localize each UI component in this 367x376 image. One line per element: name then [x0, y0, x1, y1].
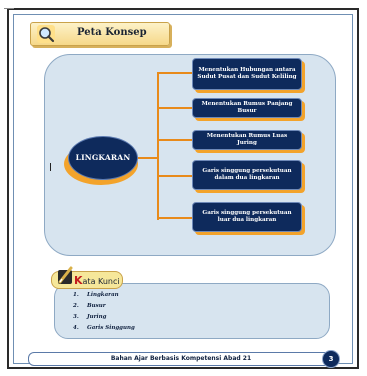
keyword-item: 1.Lingkaran — [73, 292, 119, 298]
connector-branch-5 — [157, 217, 193, 219]
connector-branch-4 — [157, 175, 193, 177]
connector-main — [136, 157, 158, 159]
corner-mark — [4, 8, 14, 15]
keyword-item: 4.Garis Singgung — [73, 325, 135, 331]
footer-bar: Bahan Ajar Berbasis Kompetensi Abad 21 — [28, 352, 334, 366]
keyword-list: 1.Lingkaran 2.Busur 3.Juring 4.Garis Sin… — [73, 290, 135, 334]
magnifier-icon — [37, 25, 55, 43]
keyword-item: 2.Busur — [73, 303, 106, 309]
center-node: LINGKARAN — [68, 136, 138, 180]
keyword-header: Kata Kunci — [51, 266, 123, 289]
keyword-panel: 1.Lingkaran 2.Busur 3.Juring 4.Garis Sin… — [54, 283, 330, 339]
branch-node: Menentukan Hubungan antara Sudut Pusat d… — [192, 58, 302, 90]
pen-icon — [58, 266, 73, 284]
branch-node: Garis singgung persekutuan dalam dua lin… — [192, 160, 302, 190]
connector-branch-3 — [157, 139, 193, 141]
page-number: 3 — [322, 350, 340, 368]
branch-node: Garis singgung persekutuan luar dua ling… — [192, 202, 302, 232]
section-title: Peta Konsep — [77, 27, 147, 38]
branch-node: Menentukan Rumus Luas Juring — [192, 130, 302, 150]
connector-branch-1 — [157, 72, 193, 74]
text-cursor — [50, 163, 51, 171]
keyword-item: 3.Juring — [73, 314, 107, 320]
section-header: Peta Konsep — [30, 22, 170, 46]
keyword-title: Kata Kunci — [74, 274, 120, 287]
connector-trunk — [157, 72, 159, 220]
connector-branch-2 — [157, 107, 193, 109]
branch-node: Menentukan Rumus Panjang Busur — [192, 98, 302, 118]
